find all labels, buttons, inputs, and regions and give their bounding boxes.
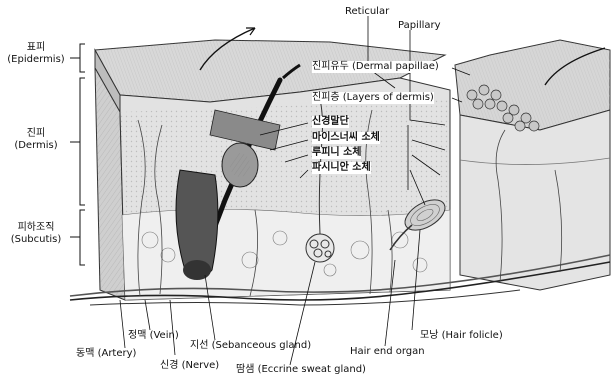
subcutis-area [122, 209, 450, 300]
hair-end-organ-label: Hair end organ [350, 346, 425, 358]
layer-brackets [70, 44, 85, 265]
subcutis-label: 피하조직 (Subcutis) [2, 222, 70, 246]
dermis-en: (Dermis) [2, 140, 70, 152]
subcutis-en: (Subcutis) [2, 234, 70, 246]
nerve-ending-label: 신경말단 [312, 116, 349, 128]
hair-follicle-label: 모낭 (Hair folicle) [420, 330, 503, 342]
meissner-label: 마이스너씨 소체 [312, 132, 380, 144]
pacinian-label: 파시니안 소체 [312, 162, 371, 174]
papillary-label: Papillary [398, 20, 441, 32]
artery-label: 동맥 (Artery) [76, 348, 136, 360]
dermis-ko: 진피 [2, 128, 70, 140]
reticular-label: Reticular [345, 6, 389, 18]
vein-label: 정맥 (Vein) [128, 330, 179, 342]
epidermis-en: (Epidermis) [2, 54, 70, 66]
subcutis-ko: 피하조직 [2, 222, 70, 234]
nerve-label: 신경 (Nerve) [160, 360, 219, 372]
papillae-block-front [460, 110, 610, 290]
dermal-papillae-label: 진피유두 (Dermal papillae) [312, 61, 439, 73]
dermis-label: 진피 (Dermis) [2, 128, 70, 152]
ruffini-label: 루피니 소체 [312, 147, 361, 159]
epidermis-ko: 표피 [2, 42, 70, 54]
sebaceous-label: 지선 (Sebanceous gland) [190, 340, 311, 352]
layers-of-dermis-label: 진피층 (Layers of dermis) [312, 92, 434, 104]
epidermis-label: 표피 (Epidermis) [2, 42, 70, 66]
sweat-label: 땀샘 (Eccrine sweat gland) [236, 364, 366, 376]
